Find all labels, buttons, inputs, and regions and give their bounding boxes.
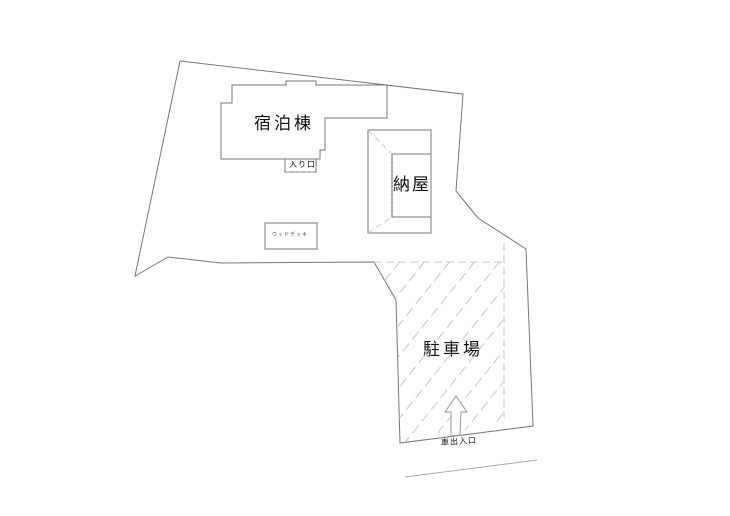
wood-deck-label: ウッドデッキ: [272, 232, 309, 238]
barn-inner: [391, 153, 431, 218]
wood-deck: [264, 222, 318, 250]
property-boundary: [134, 60, 534, 444]
barn-outer: [367, 129, 432, 234]
lodge-building: [220, 80, 388, 160]
road-edge-line: [404, 459, 538, 478]
lodge-label: 宿泊棟: [254, 114, 314, 134]
lodge-entrance-label: 入り口: [289, 160, 316, 169]
parking-label: 駐車場: [423, 340, 483, 360]
up-arrow-icon: [444, 395, 468, 437]
barn-label: 納屋: [393, 175, 431, 195]
